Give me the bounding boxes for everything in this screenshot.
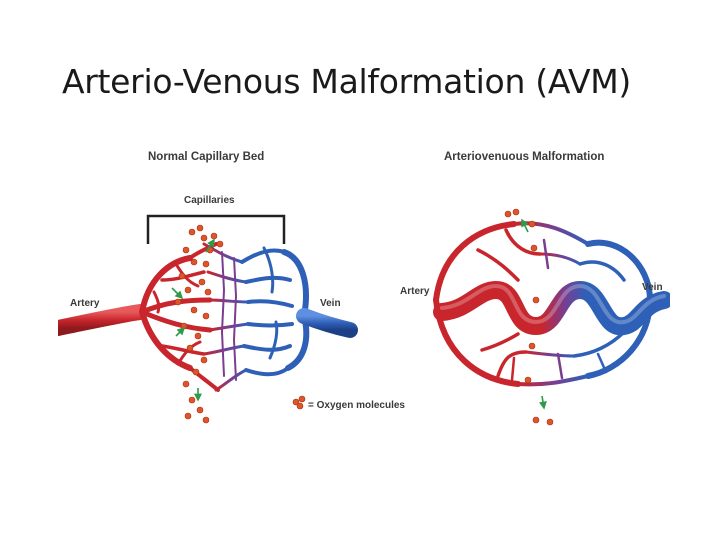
avm-outer-vessels [433, 221, 653, 387]
normal-oxygen-molecules [174, 224, 224, 424]
avm-figure: Normal Capillary Bed Capillaries [58, 140, 670, 430]
slide-title: Arterio-Venous Malformation (AVM) [62, 62, 632, 101]
avm-vein-label: Vein [642, 282, 663, 293]
comparison-diagram: Normal Capillary Bed Capillaries [58, 151, 670, 426]
normal-vein-vessel [240, 246, 358, 377]
normal-oxygen-arrows [171, 238, 215, 402]
avm-oxygen-arrows [521, 218, 547, 410]
normal-vein-label: Vein [320, 298, 341, 309]
avm-artery-label: Artery [400, 286, 430, 297]
normal-capillary-heading: Normal Capillary Bed [148, 151, 264, 163]
capillary-network [202, 242, 250, 392]
oxygen-legend-icon [292, 395, 306, 410]
capillaries-label: Capillaries [184, 195, 235, 206]
oxygen-legend-text: = Oxygen molecules [308, 400, 405, 411]
oxygen-legend: = Oxygen molecules [292, 395, 405, 411]
capillaries-bracket [146, 214, 286, 244]
avm-shunt-vessel [433, 280, 670, 336]
normal-artery-label: Artery [70, 298, 100, 309]
normal-capillary-panel: Normal Capillary Bed Capillaries [58, 151, 358, 424]
normal-artery-vessel [58, 242, 220, 392]
avm-oxygen-molecules [504, 208, 554, 426]
avm-panel: Arteriovenuous Malformation [400, 151, 670, 426]
avm-heading: Arteriovenuous Malformation [444, 151, 604, 163]
